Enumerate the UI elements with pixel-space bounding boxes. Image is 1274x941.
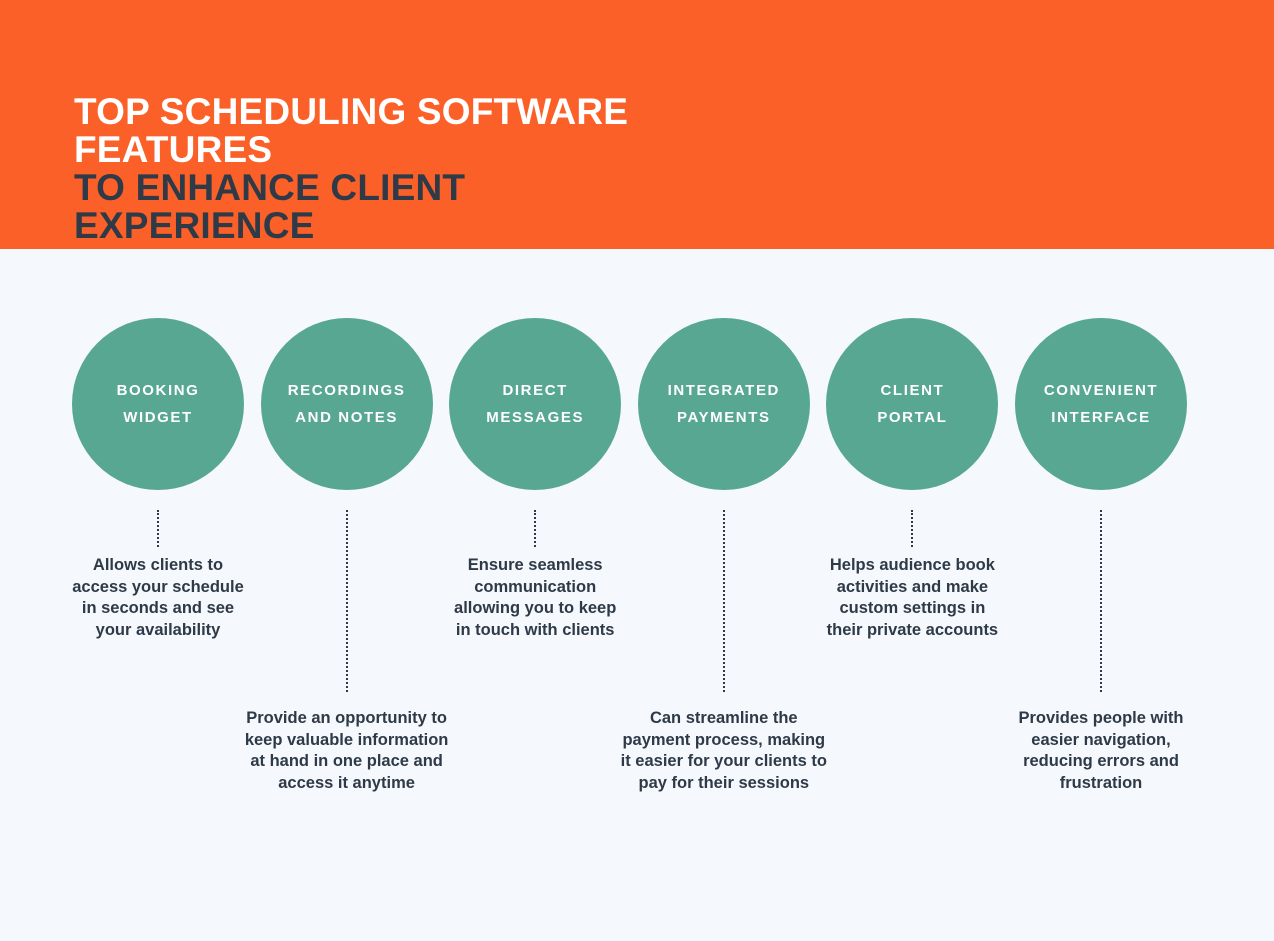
feature-caption-convenient-interface: Provides people with easier navigation, … [1018, 709, 1184, 792]
feature-circle-direct-messages[interactable]: DIRECT MESSAGES [449, 318, 622, 490]
feature-caption-booking-widget: Allows clients to access your schedule i… [72, 556, 244, 639]
feature-circle-label-recordings-and-notes: RECORDINGS AND NOTES [287, 382, 406, 426]
page-title-line-2: TO ENHANCE CLIENT EXPERIENCE [74, 166, 466, 246]
connector-dotted-line-convenient-interface [1100, 510, 1102, 692]
connector-dotted-line-integrated-payments [722, 510, 725, 692]
connector-dotted-line-recordings-and-notes [345, 510, 348, 692]
feature-circle-convenient-interface[interactable]: CONVENIENT INTERFACE [1015, 318, 1187, 490]
feature-caption-recordings-and-notes: Provide an opportunity to keep valuable … [244, 709, 449, 792]
feature-circle-label-direct-messages: DIRECT MESSAGES [486, 382, 585, 426]
feature-circle-label-integrated-payments: INTEGRATED PAYMENTS [667, 382, 780, 426]
feature-circle-recordings-and-notes[interactable]: RECORDINGS AND NOTES [260, 318, 433, 490]
feature-circle-integrated-payments[interactable]: INTEGRATED PAYMENTS [637, 318, 810, 490]
feature-caption-integrated-payments: Can streamline the payment process, maki… [620, 709, 827, 792]
page-title: TOP SCHEDULING SOFTWARE FEATURES TO ENHA… [74, 90, 714, 246]
feature-circle-label-booking-widget: BOOKING WIDGET [116, 382, 200, 426]
connector-dotted-line-direct-messages [534, 510, 537, 547]
feature-circle-booking-widget[interactable]: BOOKING WIDGET [72, 318, 244, 490]
feature-caption-direct-messages: Ensure seamless communication allowing y… [454, 556, 617, 639]
page-title-line-1: TOP SCHEDULING SOFTWARE FEATURES [74, 90, 629, 170]
feature-circle-label-client-portal: CLIENT PORTAL [877, 382, 948, 426]
feature-circle-label-convenient-interface: CONVENIENT INTERFACE [1043, 382, 1159, 426]
infographic-body: BOOKING WIDGET Allows clients to access y… [0, 249, 1274, 941]
connector-dotted-line-booking-widget [157, 510, 159, 547]
connector-dotted-line-client-portal [911, 510, 914, 547]
feature-circle-client-portal[interactable]: CLIENT PORTAL [826, 318, 999, 490]
feature-caption-client-portal: Helps audience book activities and make … [826, 556, 999, 639]
header-band: TOP SCHEDULING SOFTWARE FEATURES TO ENHA… [0, 0, 1274, 249]
